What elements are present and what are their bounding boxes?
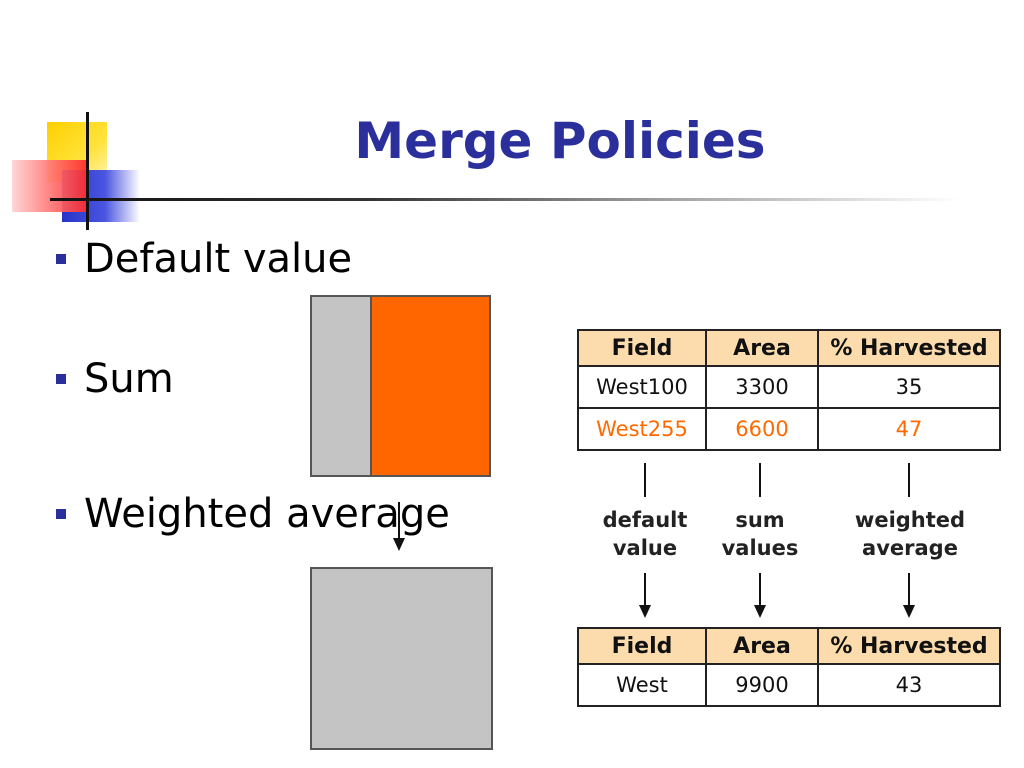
cell-harvested: 47 [817, 407, 1001, 451]
bullet-weighted-average: Weighted average [56, 491, 450, 537]
down-arrow-icon [639, 573, 651, 618]
bullet-marker [56, 374, 66, 384]
bullet-sum: Sum [56, 356, 174, 402]
flow-label-line: sum [735, 508, 785, 532]
flow-label-default-value: default value [585, 506, 705, 562]
polygon-west255 [372, 297, 489, 475]
merged-polygon [310, 567, 493, 750]
flow-label-sum-values: sum values [705, 506, 815, 562]
cell-area: 6600 [705, 407, 819, 451]
cell-harvested: 35 [817, 365, 1001, 409]
cell-field: West255 [577, 407, 707, 451]
logo-vertical-line [86, 112, 89, 230]
flow-label-line: values [721, 536, 799, 560]
column-header-harvested: % Harvested [817, 329, 1001, 367]
cell-area: 3300 [705, 365, 819, 409]
bullet-text: Weighted average [84, 491, 450, 537]
title-underline [50, 198, 960, 201]
before-merge-polygons [310, 295, 491, 477]
down-arrow-icon [754, 573, 766, 618]
table-row: West100 3300 35 [577, 365, 1001, 409]
flow-label-line: value [612, 536, 678, 560]
column-header-field: Field [577, 627, 707, 665]
flow-label-line: weighted [854, 508, 966, 532]
down-arrow-icon [393, 502, 405, 551]
down-arrow-icon [903, 573, 915, 618]
table-row: West255 6600 47 [577, 407, 1001, 451]
bullet-marker [56, 509, 66, 519]
slide-title: Merge Policies [354, 112, 766, 170]
flow-connectors [639, 463, 915, 618]
bullet-text: Sum [84, 356, 174, 402]
column-header-field: Field [577, 329, 707, 367]
table-header-row: Field Area % Harvested [577, 329, 1001, 367]
table-header-row: Field Area % Harvested [577, 627, 1001, 665]
bullet-default-value: Default value [56, 236, 352, 282]
table-row: West 9900 43 [577, 663, 1001, 707]
logo-red-square [12, 160, 87, 212]
polygon-west100 [312, 297, 372, 475]
cell-field: West [577, 663, 707, 707]
column-header-harvested: % Harvested [817, 627, 1001, 665]
flow-label-line: average [862, 536, 958, 560]
column-header-area: Area [705, 627, 819, 665]
cell-area: 9900 [705, 663, 819, 707]
cell-harvested: 43 [817, 663, 1001, 707]
cell-field: West100 [577, 365, 707, 409]
flow-label-weighted-average: weighted average [845, 506, 975, 562]
slide-logo [0, 0, 160, 240]
input-attribute-table: Field Area % Harvested West100 3300 35 W… [577, 329, 1001, 451]
flow-label-line: default [602, 508, 688, 532]
bullet-marker [56, 254, 66, 264]
output-attribute-table: Field Area % Harvested West 9900 43 [577, 627, 1001, 707]
column-header-area: Area [705, 329, 819, 367]
bullet-text: Default value [84, 236, 353, 282]
